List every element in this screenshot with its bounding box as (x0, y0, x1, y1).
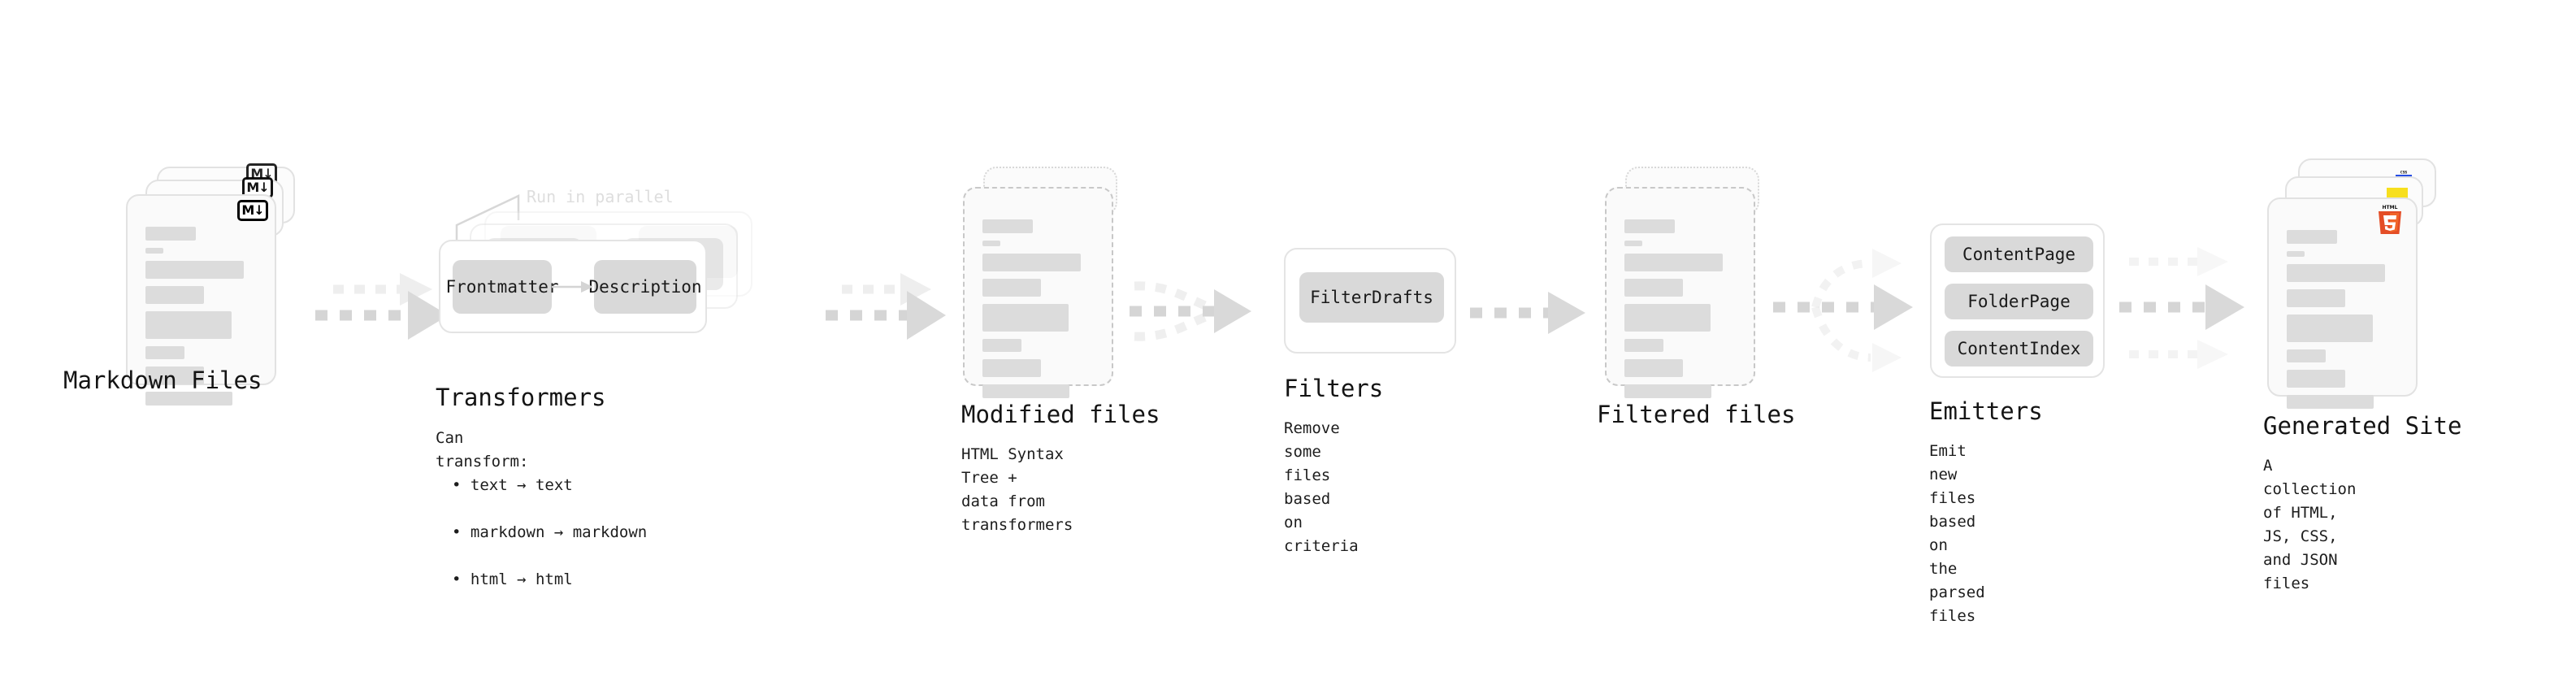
generated-site-subtitle: A collection of HTML, JS, CSS, and JSON … (2263, 457, 2357, 592)
filters-subtitle: Remove some files based on criteria (1284, 419, 1359, 555)
placeholder-line (145, 248, 163, 254)
placeholder-line (2287, 314, 2373, 342)
markdown-card-front (126, 194, 276, 406)
flow-arrow-2 (826, 273, 946, 340)
placeholder-line (1624, 384, 1711, 398)
chip-filterdrafts[interactable]: FilterDrafts (1299, 272, 1444, 323)
chip-frontmatter[interactable]: Frontmatter (445, 260, 559, 314)
emitters-box: ContentPage FolderPage ContentIndex (1930, 223, 2105, 378)
html5-icon: HTML (2379, 205, 2401, 234)
css3-icon: CSS (2396, 170, 2412, 177)
stage-title-emitters: Emitters (1929, 397, 2043, 425)
chip-description[interactable]: Description (588, 260, 702, 314)
chip-folderpage[interactable]: FolderPage (1945, 284, 2093, 319)
placeholder-line (2287, 349, 2326, 362)
placeholder-line (1624, 241, 1642, 246)
placeholder-line (1624, 254, 1723, 271)
svg-text:HTML: HTML (2383, 205, 2398, 210)
filtered-card-lines (1624, 219, 1736, 406)
stage-title-filters: Filters (1284, 375, 1384, 402)
bullet-item: markdown → markdown (452, 521, 647, 544)
placeholder-line (982, 241, 1000, 246)
flow-arrow-3 (1130, 281, 1251, 341)
stage-title-filtered-files: Filtered files (1597, 401, 1796, 428)
flow-arrow-6 (2119, 247, 2244, 369)
placeholder-line (145, 392, 232, 406)
placeholder-line (1624, 359, 1683, 377)
filtered-card-front (1605, 187, 1755, 398)
placeholder-line (2287, 370, 2345, 388)
transformers-bullet-list: text → text markdown → markdown html → h… (452, 450, 647, 615)
modified-files-subtitle: HTML Syntax Tree + data from transformer… (961, 445, 1073, 534)
placeholder-line (982, 339, 1021, 352)
bullet-item: text → text (452, 474, 647, 497)
placeholder-line (2287, 264, 2385, 282)
flow-arrow-1 (315, 273, 449, 340)
stage-title-modified-files: Modified files (961, 401, 1160, 428)
transform-arrow-icon (552, 281, 593, 293)
generated-card-lines (2287, 230, 2398, 416)
placeholder-line (2287, 230, 2337, 244)
flow-arrow-5-branching (1773, 249, 1913, 372)
placeholder-line (982, 254, 1081, 271)
placeholder-line (982, 384, 1069, 398)
placeholder-line (2287, 395, 2374, 409)
modified-card-lines (982, 219, 1094, 406)
placeholder-line (2287, 289, 2345, 307)
stage-title-transformers: Transformers (436, 384, 606, 411)
run-in-parallel-label: Run in parallel (527, 187, 674, 206)
stage-title-markdown-files: Markdown Files (63, 367, 262, 394)
markdown-icon: M↓ (237, 200, 268, 221)
svg-text:CSS: CSS (2400, 170, 2408, 174)
placeholder-line (982, 359, 1041, 377)
placeholder-line (145, 367, 204, 384)
placeholder-line (2287, 251, 2305, 257)
emitters-subtitle: Emit new files based on the parsed files (1929, 442, 1985, 625)
flow-arrow-4 (1470, 292, 1585, 334)
placeholder-line (1624, 279, 1683, 297)
filters-box: FilterDrafts (1284, 248, 1456, 354)
placeholder-line (145, 286, 204, 304)
modified-card-front (963, 187, 1113, 398)
placeholder-line (1624, 339, 1663, 352)
placeholder-line (145, 346, 184, 359)
placeholder-line (145, 261, 244, 279)
placeholder-line (145, 311, 232, 339)
parallel-bracket-icon (455, 194, 520, 246)
placeholder-line (982, 304, 1069, 332)
stage-title-generated-site: Generated Site (2263, 412, 2462, 440)
markdown-card-lines (145, 227, 257, 413)
bullet-item: html → html (452, 568, 647, 592)
chip-contentindex[interactable]: ContentIndex (1945, 331, 2093, 367)
placeholder-line (1624, 219, 1675, 233)
placeholder-line (1624, 304, 1711, 332)
placeholder-line (982, 279, 1041, 297)
placeholder-line (982, 219, 1033, 233)
transformers-subtitle: Can transform: (436, 429, 529, 471)
placeholder-line (145, 227, 196, 241)
chip-contentpage[interactable]: ContentPage (1945, 236, 2093, 272)
